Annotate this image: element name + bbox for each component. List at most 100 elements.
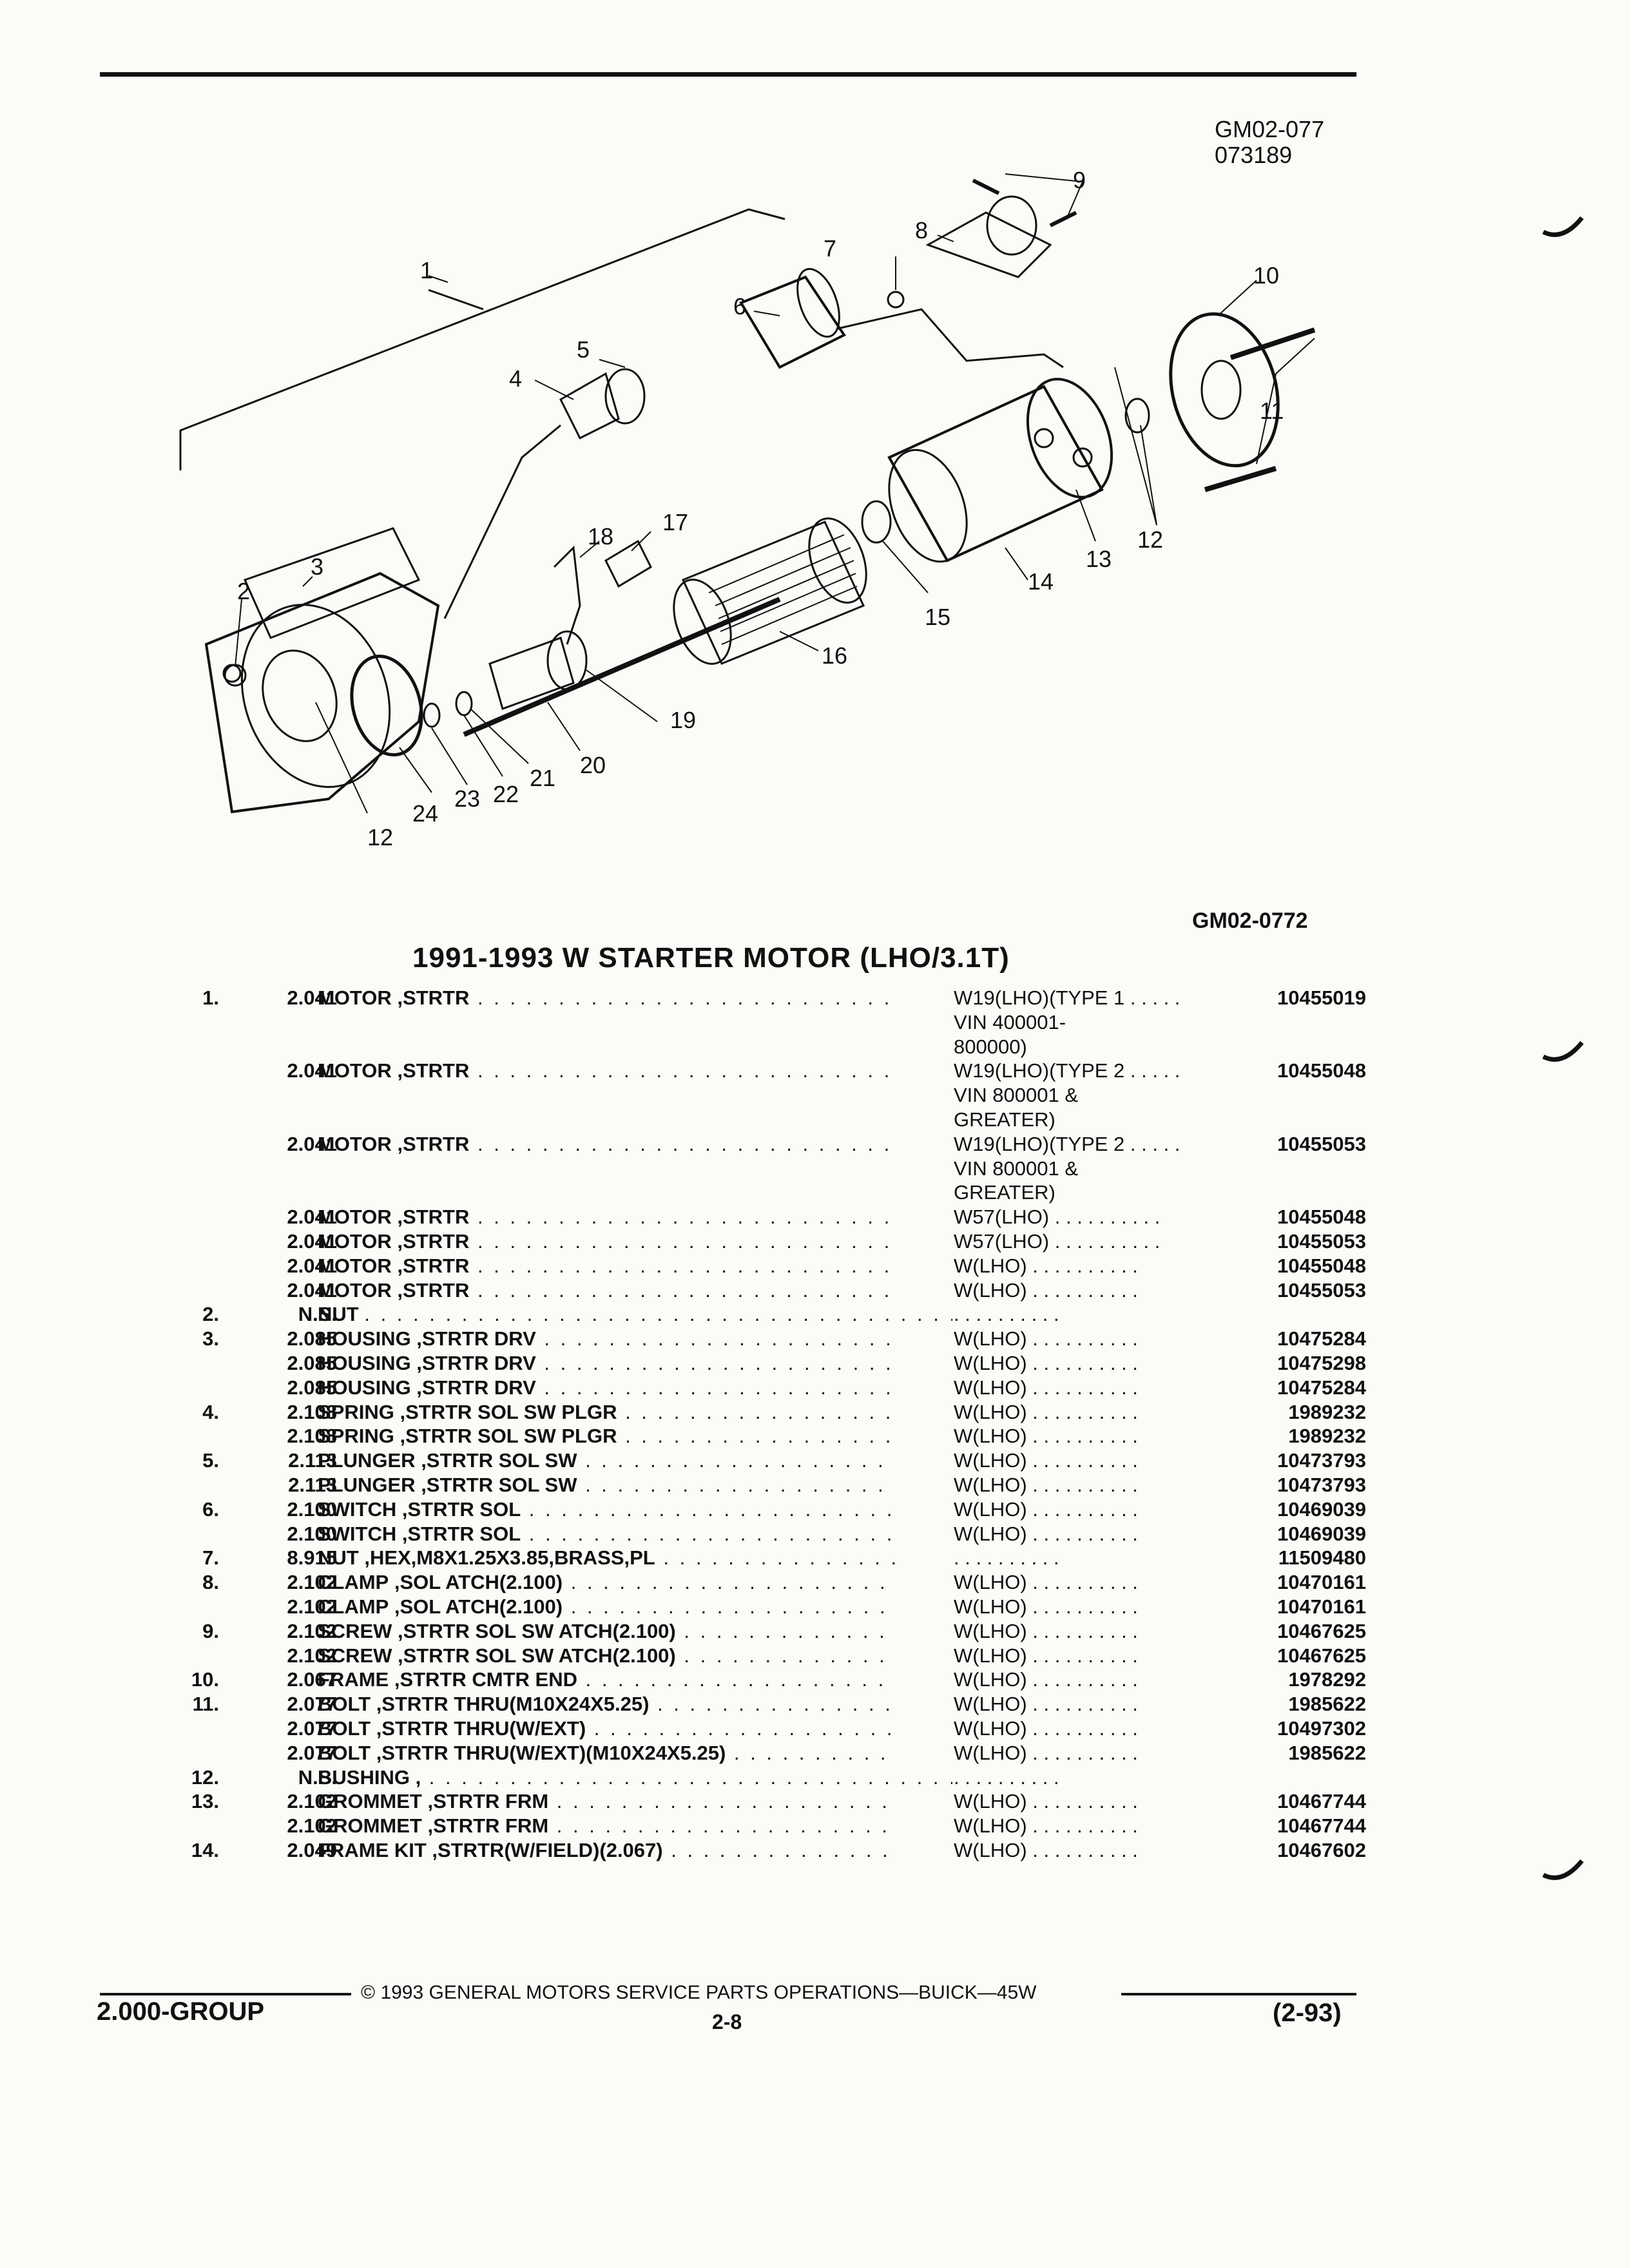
group-number: 2.108 (287, 1425, 337, 1448)
part-name: NUT (318, 1546, 359, 1570)
table-row: GREATER) (129, 1180, 1366, 1206)
part-number: 10455019 (1218, 986, 1366, 1010)
callout-20: 20 (580, 752, 606, 778)
part-number: 10473793 (1218, 1472, 1366, 1497)
part-name: SPRING (318, 1425, 394, 1448)
leader-dots: . . . . . . . . . . (954, 1546, 1059, 1570)
leader-dots: . . . . . . . . . . . . . . . . . . . . … (364, 1303, 969, 1326)
part-name: MOTOR (318, 1059, 392, 1082)
group-number: 2.102 (287, 1790, 337, 1813)
group-number: 2.113 (288, 1449, 337, 1472)
part-detail: ,STRTR SOL SW (415, 1449, 577, 1472)
part-detail: ,STRTR CMTR END (389, 1668, 577, 1691)
group-number: 2.085 (287, 1327, 337, 1350)
part-description: BUSHING , . . . . . . . . . . . . . . . … (318, 1765, 969, 1790)
starter-motor-exploded-diagram: 1 2 3 4 5 6 7 8 9 10 11 12 12 13 14 15 1… (179, 167, 1316, 850)
callout-2: 2 (237, 578, 250, 604)
group-number: 2.113 (288, 1473, 337, 1496)
part-description: BOLT ,STRTR THRU(M10X24X5.25) . . . . . … (318, 1692, 969, 1716)
leader-dots: . . . . . . . . . . . . . . . . . . . . … (477, 1254, 969, 1277)
part-description: MOTOR ,STRTR . . . . . . . . . . . . . .… (318, 1205, 969, 1229)
part-number: 10467602 (1218, 1838, 1366, 1863)
reference-number: 073189 (1215, 142, 1293, 168)
part-number: 1985622 (1218, 1692, 1366, 1716)
leader-dots: . . . . . . . . . . (1027, 1376, 1138, 1399)
leader-dots: . . . . . . . . . . (1027, 1741, 1138, 1764)
group-number: 2.049 (287, 1838, 337, 1861)
part-number: 10475284 (1218, 1375, 1366, 1400)
part-description: CLAMP ,SOL ATCH(2.100) . . . . . . . . .… (318, 1595, 969, 1619)
ref-number: 14. (191, 1838, 219, 1861)
part-detail: ,STRTR (391, 1132, 470, 1155)
part-name: SWITCH (318, 1522, 397, 1545)
part-description: NUT . . . . . . . . . . . . . . . . . . … (318, 1302, 969, 1327)
revision-date: (2-93) (1273, 1999, 1342, 2027)
leader-dots: . . . . . . . . . . (1049, 1229, 1161, 1253)
part-number: 10455053 (1218, 1278, 1366, 1303)
part-number: 10467744 (1218, 1789, 1366, 1814)
part-name: MOTOR (318, 1278, 392, 1302)
group-number: 2.102 (287, 1619, 337, 1642)
part-number: 10475298 (1218, 1350, 1366, 1376)
part-number: 1978292 (1218, 1667, 1366, 1693)
group-number: 2.077 (287, 1741, 337, 1764)
leader-dots: . . . . . . . . . . (1027, 1400, 1138, 1423)
part-detail: ,STRTR SOL SW ATCH(2.100) (392, 1644, 676, 1667)
part-name: FRAME (318, 1668, 389, 1691)
part-name: BOLT (318, 1741, 371, 1764)
part-detail: ,STRTR DRV (410, 1327, 536, 1350)
leader-dots: . . . . . . . . . . (1027, 1473, 1138, 1496)
leader-dots: . . . . . . . . . . (1027, 1571, 1138, 1594)
footer-rule-right (1121, 1993, 1356, 1995)
part-description: PLUNGER ,STRTR SOL SW . . . . . . . . . … (318, 1448, 969, 1473)
leader-dots: . . . . . . . . . . (954, 1765, 1059, 1789)
callout-19: 19 (670, 707, 696, 733)
group-number: 2.041 (287, 1059, 337, 1082)
leader-dots: . . . . . . . . . . . . . . . . . . . . … (528, 1497, 969, 1521)
leader-dots: . . . . . . . . . . (1027, 1351, 1138, 1374)
group-number: 2.102 (287, 1814, 337, 1838)
top-rule (100, 72, 1356, 77)
part-description: HOUSING ,STRTR DRV . . . . . . . . . . .… (318, 1351, 969, 1376)
part-number: 10455048 (1218, 1253, 1366, 1278)
usage: 800000) (952, 1034, 1286, 1059)
part-detail: ,STRTR SOL (396, 1497, 521, 1521)
usage: . . . . . . . . . . (952, 1302, 1286, 1327)
part-description: BOLT ,STRTR THRU(W/EXT) . . . . . . . . … (318, 1716, 969, 1741)
group-label: 2.000-GROUP (97, 1997, 265, 2026)
leader-dots: . . . . . . . . . . (1027, 1619, 1138, 1642)
part-name: MOTOR (318, 1132, 392, 1155)
callout-11: 11 (1260, 398, 1284, 424)
part-detail: ,STRTR FRM (421, 1814, 549, 1838)
group-number: 2.108 (287, 1400, 337, 1423)
part-detail: ,STRTR SOL SW (415, 1473, 577, 1496)
part-detail: ,STRTR THRU(W/EXT)(M10X24X5.25) (371, 1741, 726, 1764)
part-number: 10470161 (1218, 1570, 1366, 1595)
part-name: CLAMP (318, 1595, 389, 1618)
callout-13: 13 (1086, 546, 1112, 572)
ref-number: 11. (192, 1693, 219, 1716)
part-number: 11509480 (1218, 1546, 1366, 1571)
part-description: GROMMET ,STRTR FRM . . . . . . . . . . .… (318, 1814, 969, 1838)
part-number: 10455053 (1218, 1229, 1366, 1254)
leader-dots: . . . . . . . . . . (1027, 1497, 1138, 1521)
figure-id: GM02-0772 (1192, 908, 1308, 933)
part-detail: ,STRTR (391, 1278, 470, 1302)
leader-dots: . . . . . . . . . . (1049, 1206, 1161, 1229)
part-number: 10455048 (1218, 1205, 1366, 1229)
page-number: 2-8 (712, 2010, 742, 2033)
